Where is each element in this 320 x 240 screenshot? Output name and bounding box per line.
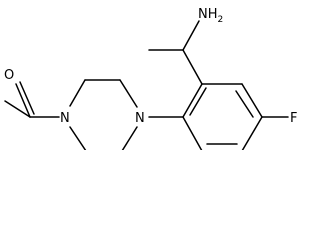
nitrogen-aryl-label: N: [135, 111, 145, 126]
acetyl-group: [4, 81, 60, 118]
amine-subscript: 2: [218, 15, 224, 25]
nitrogen-acetyl-label: N: [60, 111, 70, 126]
bond-chiral-amine: [182, 20, 200, 51]
amine-nh-text: NH: [198, 7, 218, 22]
aminoethyl-group: [148, 20, 203, 85]
fluorine-label: F: [290, 111, 297, 126]
benzene-ring: [182, 83, 263, 150]
piperazine-ring: [69, 79, 138, 150]
bond-carbonyl-oxygen-1: [15, 83, 31, 118]
bond-benzene-inner-2: [235, 90, 254, 118]
oxygen-label: O: [4, 68, 14, 83]
bond-methyl-carbonyl: [4, 100, 31, 118]
bond-ring-n1-c-top: [69, 79, 86, 107]
chemical-structure: O N N F NH2: [4, 7, 297, 150]
bond-benzene-1: [182, 83, 203, 118]
bond-benzene-4: [241, 116, 263, 150]
amine-label: NH2: [198, 7, 223, 25]
bond-benzene-inner-1: [189, 87, 207, 116]
bond-benzene-3: [241, 83, 263, 118]
bond-ring-chiral-carbon: [182, 49, 203, 85]
bond-carbonyl-oxygen-2: [19, 81, 35, 115]
bond-ring-c-bottom-n1: [69, 126, 87, 150]
bond-ring-c-top-n2: [119, 79, 138, 108]
bond-benzene-6: [182, 116, 203, 150]
bond-ring-n2-c-bottom: [121, 126, 138, 150]
